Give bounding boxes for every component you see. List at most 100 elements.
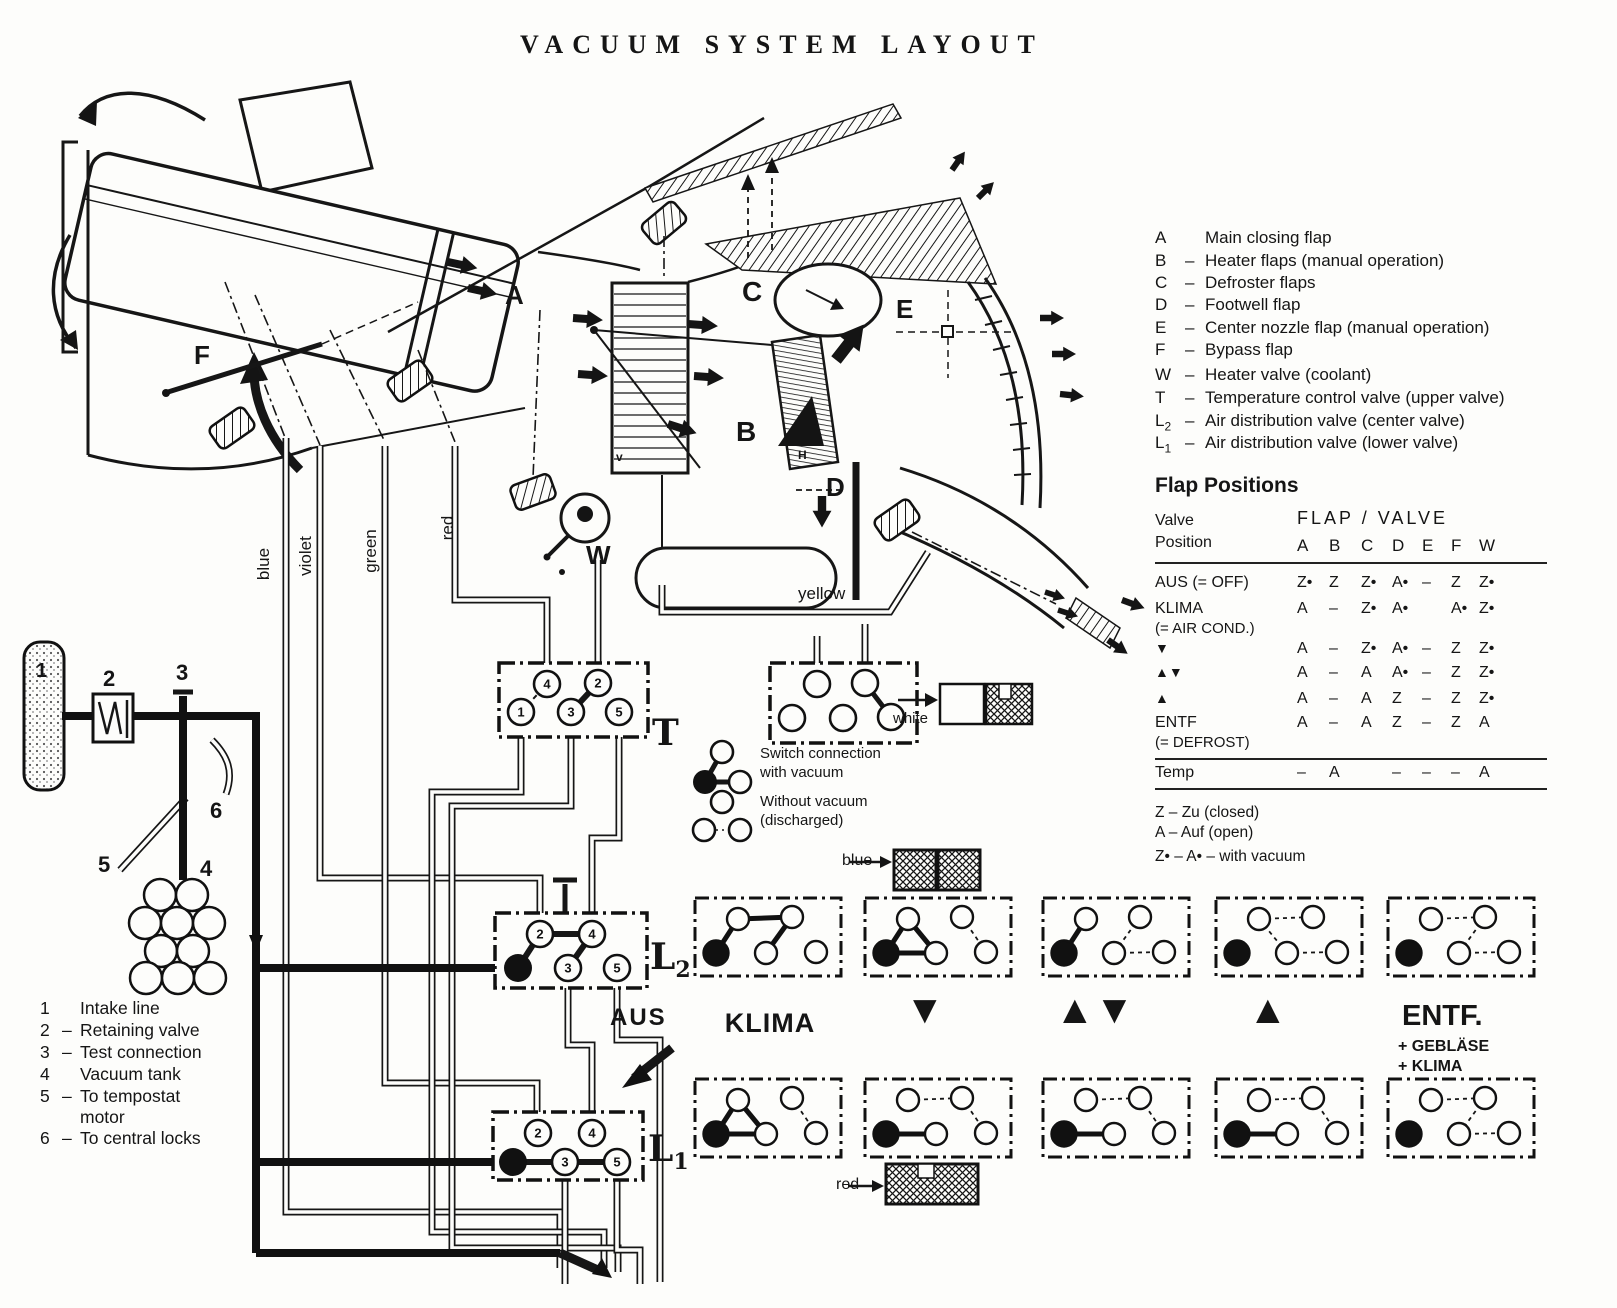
legend-row: L1–Air distribution valve (lower valve) (1155, 433, 1459, 456)
l2-port-label: 4 (588, 927, 596, 942)
mode-icon-up: ▲ (1248, 988, 1288, 1032)
table-note: Z – Zu (closed) (1155, 804, 1260, 821)
mode-label-entf-klima: + KLIMA (1398, 1058, 1463, 1075)
component-6-label: 6 (210, 798, 223, 823)
control-dash-lines (224, 236, 1057, 605)
l2-state-box-up (1213, 895, 1365, 979)
component-3-label: 3 (176, 660, 189, 685)
heater-valve-w (543, 492, 611, 575)
flap-label-a: A (505, 280, 524, 310)
intake-assembly (22, 640, 612, 1278)
mode-icon-down: ▼ (905, 988, 945, 1032)
heat-exchanger (610, 281, 690, 475)
l1-port-label: 5 (613, 1155, 620, 1170)
center-nozzle-e (896, 290, 1014, 378)
mode-icon-updown: ▲▼ (1055, 988, 1135, 1032)
l2-state-box-entf (1385, 895, 1537, 979)
aus-label: AUS (610, 1004, 667, 1031)
legend-row: F–Bypass flap (1155, 340, 1293, 359)
table-row-sublabel: (= DEFROST) (1155, 734, 1250, 751)
table-row: Temp –A–––A (1155, 764, 1490, 781)
side-vent-band (966, 277, 1043, 509)
column-letters: A B C D E F W (1297, 536, 1496, 555)
table-note: A – Auf (open) (1155, 824, 1254, 841)
group-header: FLAP / VALVE (1297, 508, 1449, 528)
air-intake-duct (63, 80, 520, 393)
legend-row: 2–Retaining valve (40, 1020, 200, 1040)
wire-label-white: white (893, 710, 929, 727)
page-title: VACUUM SYSTEM LAYOUT (520, 30, 1044, 59)
l1-letter: L (648, 1128, 674, 1170)
valve-label-w: W (586, 540, 611, 570)
flap-label-c: C (742, 276, 763, 307)
mode-label-klima: KLIMA (724, 1008, 816, 1038)
legend-row: 6–To central locks (40, 1128, 201, 1148)
component-5-label: 5 (98, 852, 111, 877)
l2-subscript: 2 (675, 957, 691, 984)
wire-label-green: green (361, 529, 380, 573)
red-connector (848, 1162, 980, 1206)
legend-row: B–Heater flaps (manual operation) (1155, 251, 1445, 270)
l2-state-box-updown (1040, 895, 1192, 979)
defroster-strips (643, 103, 998, 285)
l2-port-label: 2 (536, 927, 543, 942)
component-2-label: 2 (103, 666, 116, 691)
mode-label-entf-geblaese: + GEBLÄSE (1398, 1038, 1490, 1055)
bypass-flap-f (162, 301, 419, 397)
flap-label-b: B (736, 416, 757, 447)
l1-port-label: 4 (588, 1126, 596, 1141)
valve-block-l2: 2 4 3 5 (493, 877, 649, 990)
flap-label-d: D (826, 472, 845, 502)
wire-label-red: red (438, 515, 457, 541)
legend-row: 3–Test connection (40, 1042, 202, 1062)
valve-block-l1: 2 4 3 5 (491, 1110, 645, 1182)
blower-oval (773, 262, 883, 338)
t-port-label: 4 (543, 677, 551, 692)
legend-row: T–Temperature control valve (upper valve… (1155, 388, 1505, 407)
legend-row: L2–Air distribution valve (center valve) (1155, 411, 1465, 434)
flap-label-e: E (896, 294, 914, 324)
table-heading: Flap Positions (1155, 474, 1299, 497)
valve-label-l2: L2 (650, 936, 691, 983)
switch-without-vacuum-text: Without vacuum(discharged) (760, 793, 868, 829)
l1-port-label: 3 (561, 1155, 568, 1170)
l2-port-label: 5 (613, 961, 620, 976)
console-duct-end (1043, 586, 1148, 660)
table-rule (1155, 788, 1547, 790)
legend-row: W–Heater valve (coolant) (1155, 365, 1372, 384)
table-rule (1155, 562, 1547, 564)
legend-row: D–Footwell flap (1155, 295, 1301, 314)
aus-arrow (622, 1044, 675, 1088)
heater-flap-b (590, 326, 840, 471)
t-port-label: 3 (567, 705, 574, 720)
blue-connector (850, 848, 982, 892)
col-header-valve: Valve (1155, 512, 1194, 529)
valve-block-t: 4 2 1 3 5 (497, 661, 650, 739)
l1-state-box-up (1213, 1076, 1365, 1160)
table-note: Z• – A• – with vacuum (1155, 848, 1306, 865)
vacuum-hoses (117, 438, 931, 1284)
vacuum-tank-cluster (127, 877, 228, 996)
wire-label-violet: violet (296, 536, 315, 576)
valve-label-t: T (652, 712, 679, 754)
airflow-arrows (446, 147, 1085, 442)
t-port-label: 5 (615, 705, 622, 720)
col-header-position: Position (1155, 534, 1212, 551)
wire-label-red-connector: red (836, 1176, 860, 1193)
l2-port-label: 3 (564, 961, 571, 976)
wire-label-blue: blue (254, 547, 273, 581)
footwell-flap-d (796, 462, 860, 600)
switch-with-vacuum-icon (693, 739, 753, 795)
wire-label-blue-connector: blue (842, 852, 873, 869)
rotation-arrows (51, 91, 304, 474)
l1-subscript: 1 (673, 1149, 689, 1176)
table-row-sublabel: (= AIR COND.) (1155, 620, 1255, 637)
legend-row: E–Center nozzle flap (manual operation) (1155, 318, 1490, 337)
flap-label-f: F (194, 340, 210, 370)
l1-port-label: 2 (534, 1126, 541, 1141)
